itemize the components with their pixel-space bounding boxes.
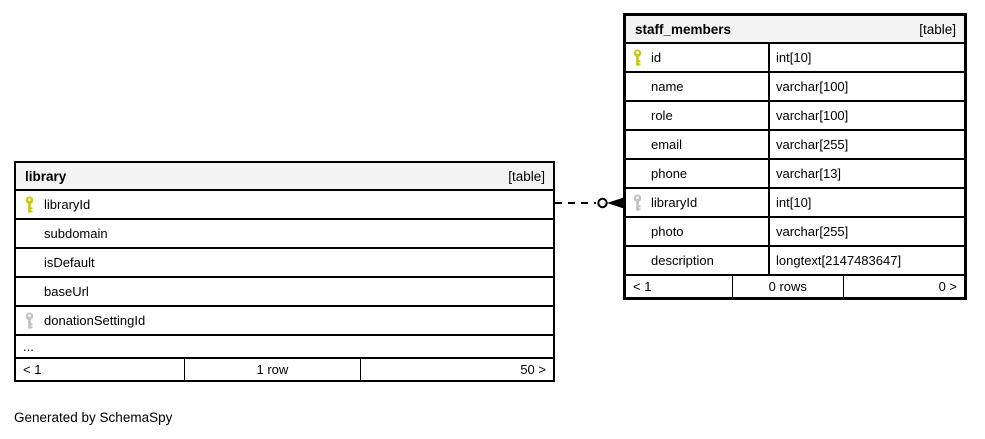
- table-library[interactable]: library [table] libraryId subdomain isDe…: [14, 161, 555, 382]
- more-columns-ellipsis: ...: [16, 334, 553, 357]
- table-row: id int[10]: [626, 42, 964, 71]
- table-type-tag: [table]: [508, 168, 545, 184]
- table-row: photo varchar[255]: [626, 216, 964, 245]
- foreign-key-icon: [16, 312, 44, 329]
- column-name: email: [651, 137, 683, 152]
- column-type: varchar[100]: [768, 102, 964, 129]
- column-type: int[10]: [768, 44, 964, 71]
- column-type: varchar[13]: [768, 160, 964, 187]
- related-parents-count: < 1: [23, 362, 42, 377]
- column-type: int[10]: [768, 189, 964, 216]
- column-name: libraryId: [44, 197, 91, 212]
- table-row: libraryId: [16, 189, 553, 218]
- generated-by-caption: Generated by SchemaSpy: [14, 410, 173, 425]
- table-row: name varchar[100]: [626, 71, 964, 100]
- table-row: libraryId int[10]: [626, 187, 964, 216]
- table-row: description longtext[2147483647]: [626, 245, 964, 274]
- table-row: isDefault: [16, 247, 553, 276]
- table-footer: < 1 0 rows 0 >: [626, 274, 964, 297]
- column-name: phone: [651, 166, 688, 181]
- column-type: varchar[255]: [768, 131, 964, 158]
- table-header[interactable]: staff_members [table]: [626, 16, 964, 42]
- column-name: id: [651, 50, 662, 65]
- column-name: role: [651, 108, 673, 123]
- table-row: phone varchar[13]: [626, 158, 964, 187]
- primary-key-icon: [626, 49, 651, 66]
- related-children-count: 0 >: [938, 279, 957, 294]
- column-type: varchar[100]: [768, 73, 964, 100]
- related-children-count: 50 >: [520, 362, 546, 377]
- column-name: isDefault: [44, 255, 95, 270]
- column-name: name: [651, 79, 684, 94]
- foreign-key-icon: [626, 194, 651, 211]
- table-type-tag: [table]: [919, 21, 956, 37]
- row-count: 1 row: [183, 359, 362, 380]
- table-staff-members[interactable]: staff_members [table] id int[10] name va…: [623, 13, 967, 300]
- column-name: donationSettingId: [44, 313, 146, 328]
- column-type: longtext[2147483647]: [768, 247, 964, 274]
- column-name: description: [651, 253, 714, 268]
- table-name[interactable]: staff_members: [635, 21, 732, 37]
- column-name: subdomain: [44, 226, 108, 241]
- fk-relationship-connector: [555, 197, 623, 209]
- table-name[interactable]: library: [25, 168, 67, 184]
- primary-key-icon: [16, 196, 44, 213]
- table-row: donationSettingId: [16, 305, 553, 334]
- table-row: email varchar[255]: [626, 129, 964, 158]
- table-row: role varchar[100]: [626, 100, 964, 129]
- table-footer: < 1 1 row 50 >: [16, 357, 553, 380]
- table-header[interactable]: library [table]: [16, 163, 553, 189]
- table-row: baseUrl: [16, 276, 553, 305]
- table-row: subdomain: [16, 218, 553, 247]
- column-name: baseUrl: [44, 284, 89, 299]
- related-parents-count: < 1: [633, 279, 652, 294]
- column-name: libraryId: [651, 195, 698, 210]
- column-type: varchar[255]: [768, 218, 964, 245]
- column-name: photo: [651, 224, 684, 239]
- row-count: 0 rows: [731, 276, 844, 297]
